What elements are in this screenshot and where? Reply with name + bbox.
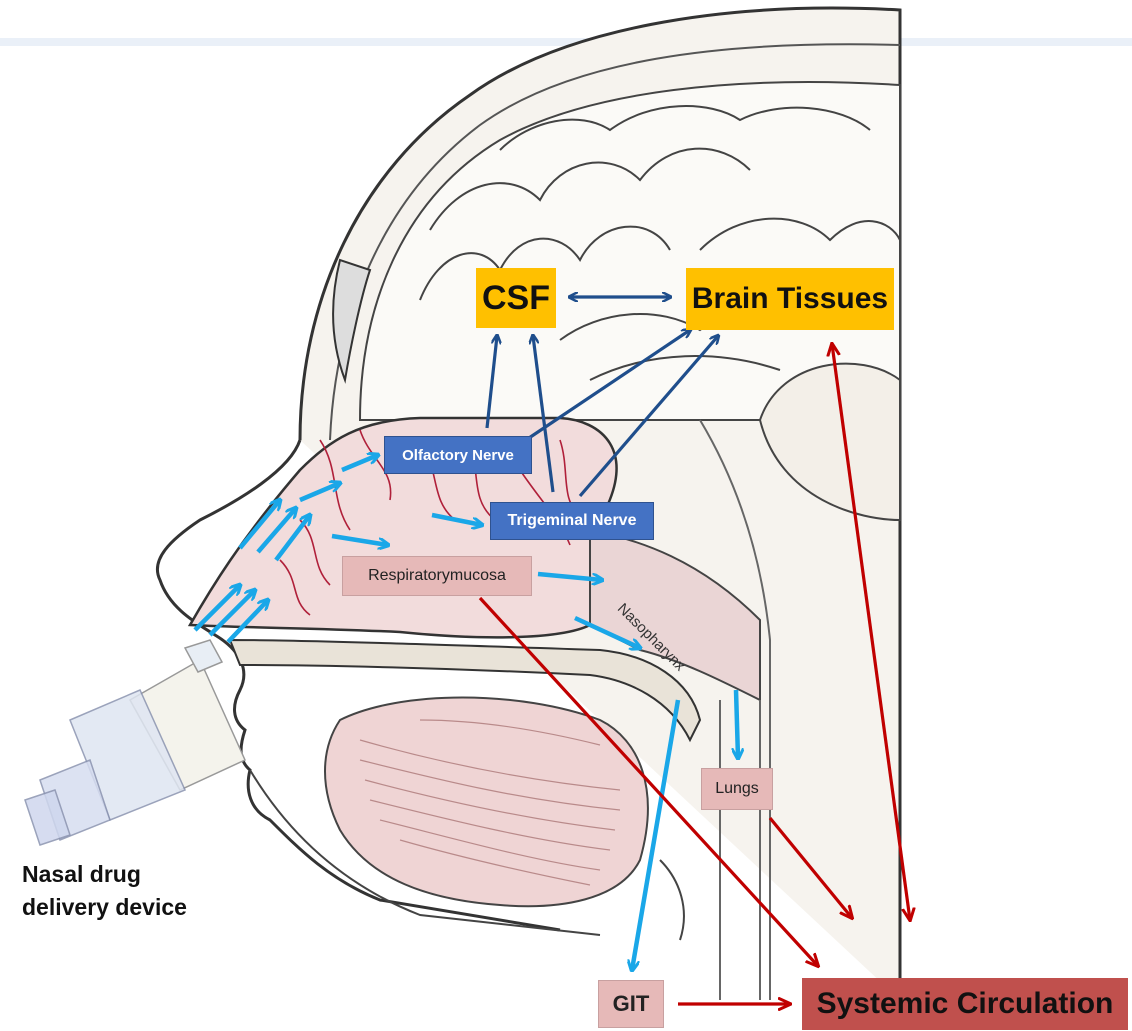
lungs-box: Lungs xyxy=(701,768,773,810)
trigeminal-nerve-box: Trigeminal Nerve xyxy=(490,502,654,540)
nasal-device-label: Nasal drug delivery device xyxy=(22,858,187,924)
epiglottis xyxy=(660,860,684,940)
nasal-device-shape xyxy=(25,640,245,845)
olfactory-nerve-box: Olfactory Nerve xyxy=(384,436,532,474)
brain-tissues-box: Brain Tissues xyxy=(686,268,894,330)
device-label-line2: delivery device xyxy=(22,891,187,924)
top-band xyxy=(0,38,1132,46)
respiratory-mucosa-box: Respiratorymucosa xyxy=(342,556,532,596)
csf-box: CSF xyxy=(476,268,556,328)
device-label-line1: Nasal drug xyxy=(22,858,187,891)
git-box: GIT xyxy=(598,980,664,1028)
systemic-circulation-box: Systemic Circulation xyxy=(802,978,1128,1030)
